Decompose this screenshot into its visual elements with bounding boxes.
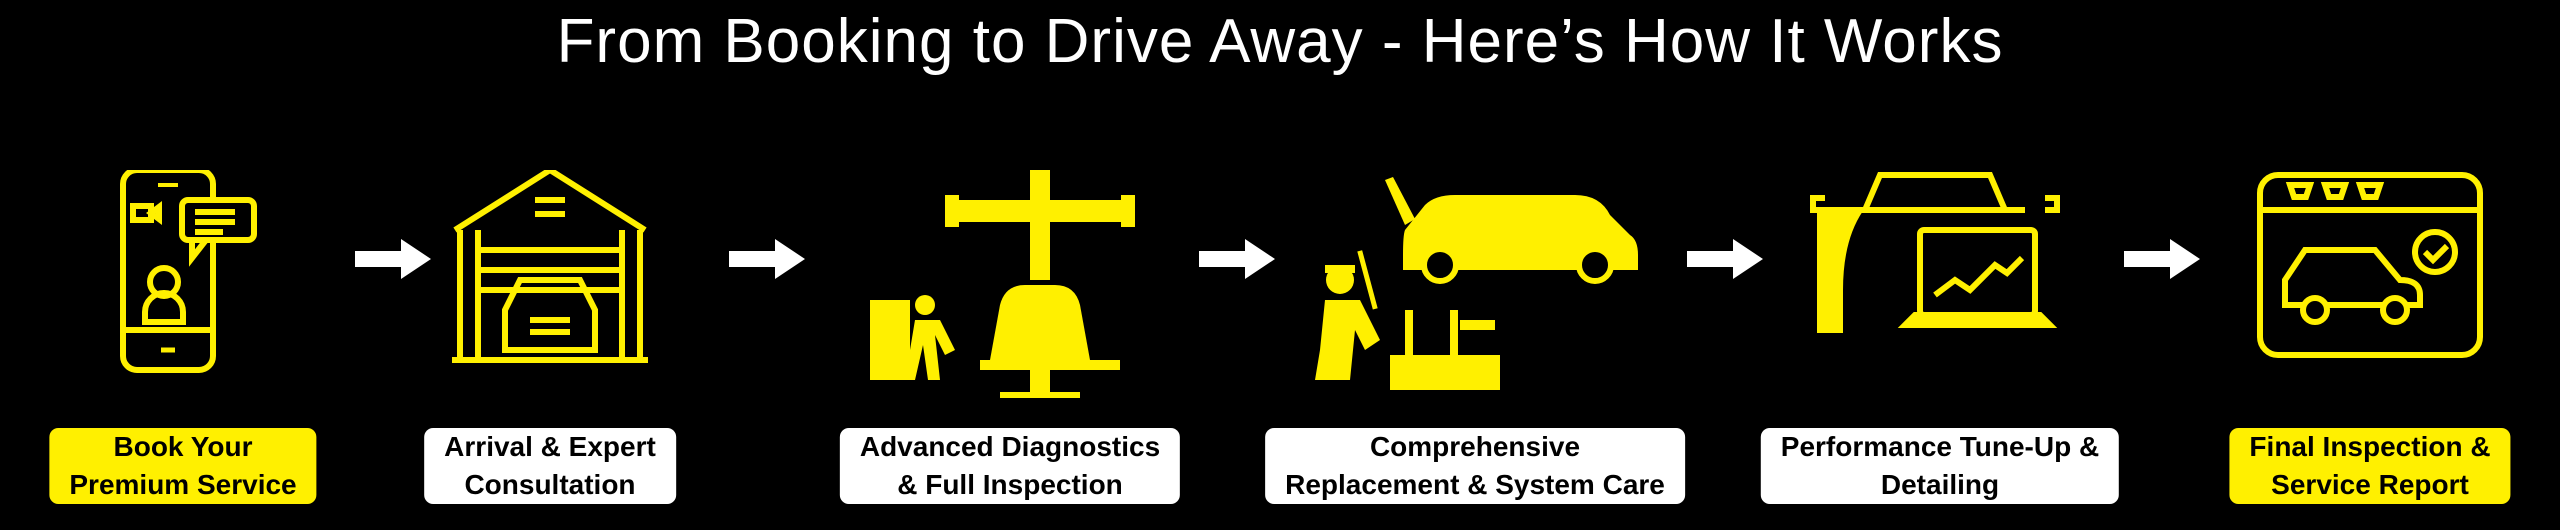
page-title: From Booking to Drive Away - Here’s How … xyxy=(556,7,2004,76)
step-label-line1: Comprehensive xyxy=(1359,428,1591,466)
car-laptop-performance-icon xyxy=(1810,172,2060,333)
step-label: Advanced Diagnostics& Full Inspection xyxy=(839,428,1181,504)
arrow-right-icon xyxy=(1199,239,1275,279)
arrow-right-icon xyxy=(2124,239,2200,279)
garage-car-icon xyxy=(452,170,648,363)
step-label-line2: Detailing xyxy=(1870,466,2010,504)
step-label-line1: Arrival & Expert xyxy=(434,428,666,466)
mechanic-repair-car-icon xyxy=(1315,177,1638,390)
step-label-line1: Final Inspection & xyxy=(2239,428,2501,466)
step-label: Performance Tune-Up &Detailing xyxy=(1760,428,2120,504)
step-performance-detailing: Performance Tune-Up &Detailing xyxy=(1730,160,2150,530)
step-label-line2: Service Report xyxy=(2261,466,2479,504)
step-label: Final Inspection &Service Report xyxy=(2229,428,2511,504)
car-lift-diagnostics-icon xyxy=(870,170,1135,398)
step-label-line1: Performance Tune-Up & xyxy=(1770,428,2110,466)
step-label-line2: Replacement & System Care xyxy=(1275,466,1675,504)
step-label-line2: Consultation xyxy=(454,466,646,504)
smartphone-video-chat-icon xyxy=(120,170,257,373)
step-diagnostics-inspection: Advanced Diagnostics& Full Inspection xyxy=(800,160,1220,530)
step-label-line1: Book Your xyxy=(103,428,263,466)
arrow-right-icon xyxy=(729,239,805,279)
arrow-right-icon xyxy=(1687,239,1763,279)
step-final-inspection-report: Final Inspection &Service Report xyxy=(2160,160,2560,530)
step-label-line1: Advanced Diagnostics xyxy=(849,428,1171,466)
arrow-right-icon xyxy=(355,239,431,279)
step-label-line2: & Full Inspection xyxy=(887,466,1133,504)
car-browser-check-icon xyxy=(2257,172,2483,358)
step-label-line2: Premium Service xyxy=(59,466,307,504)
